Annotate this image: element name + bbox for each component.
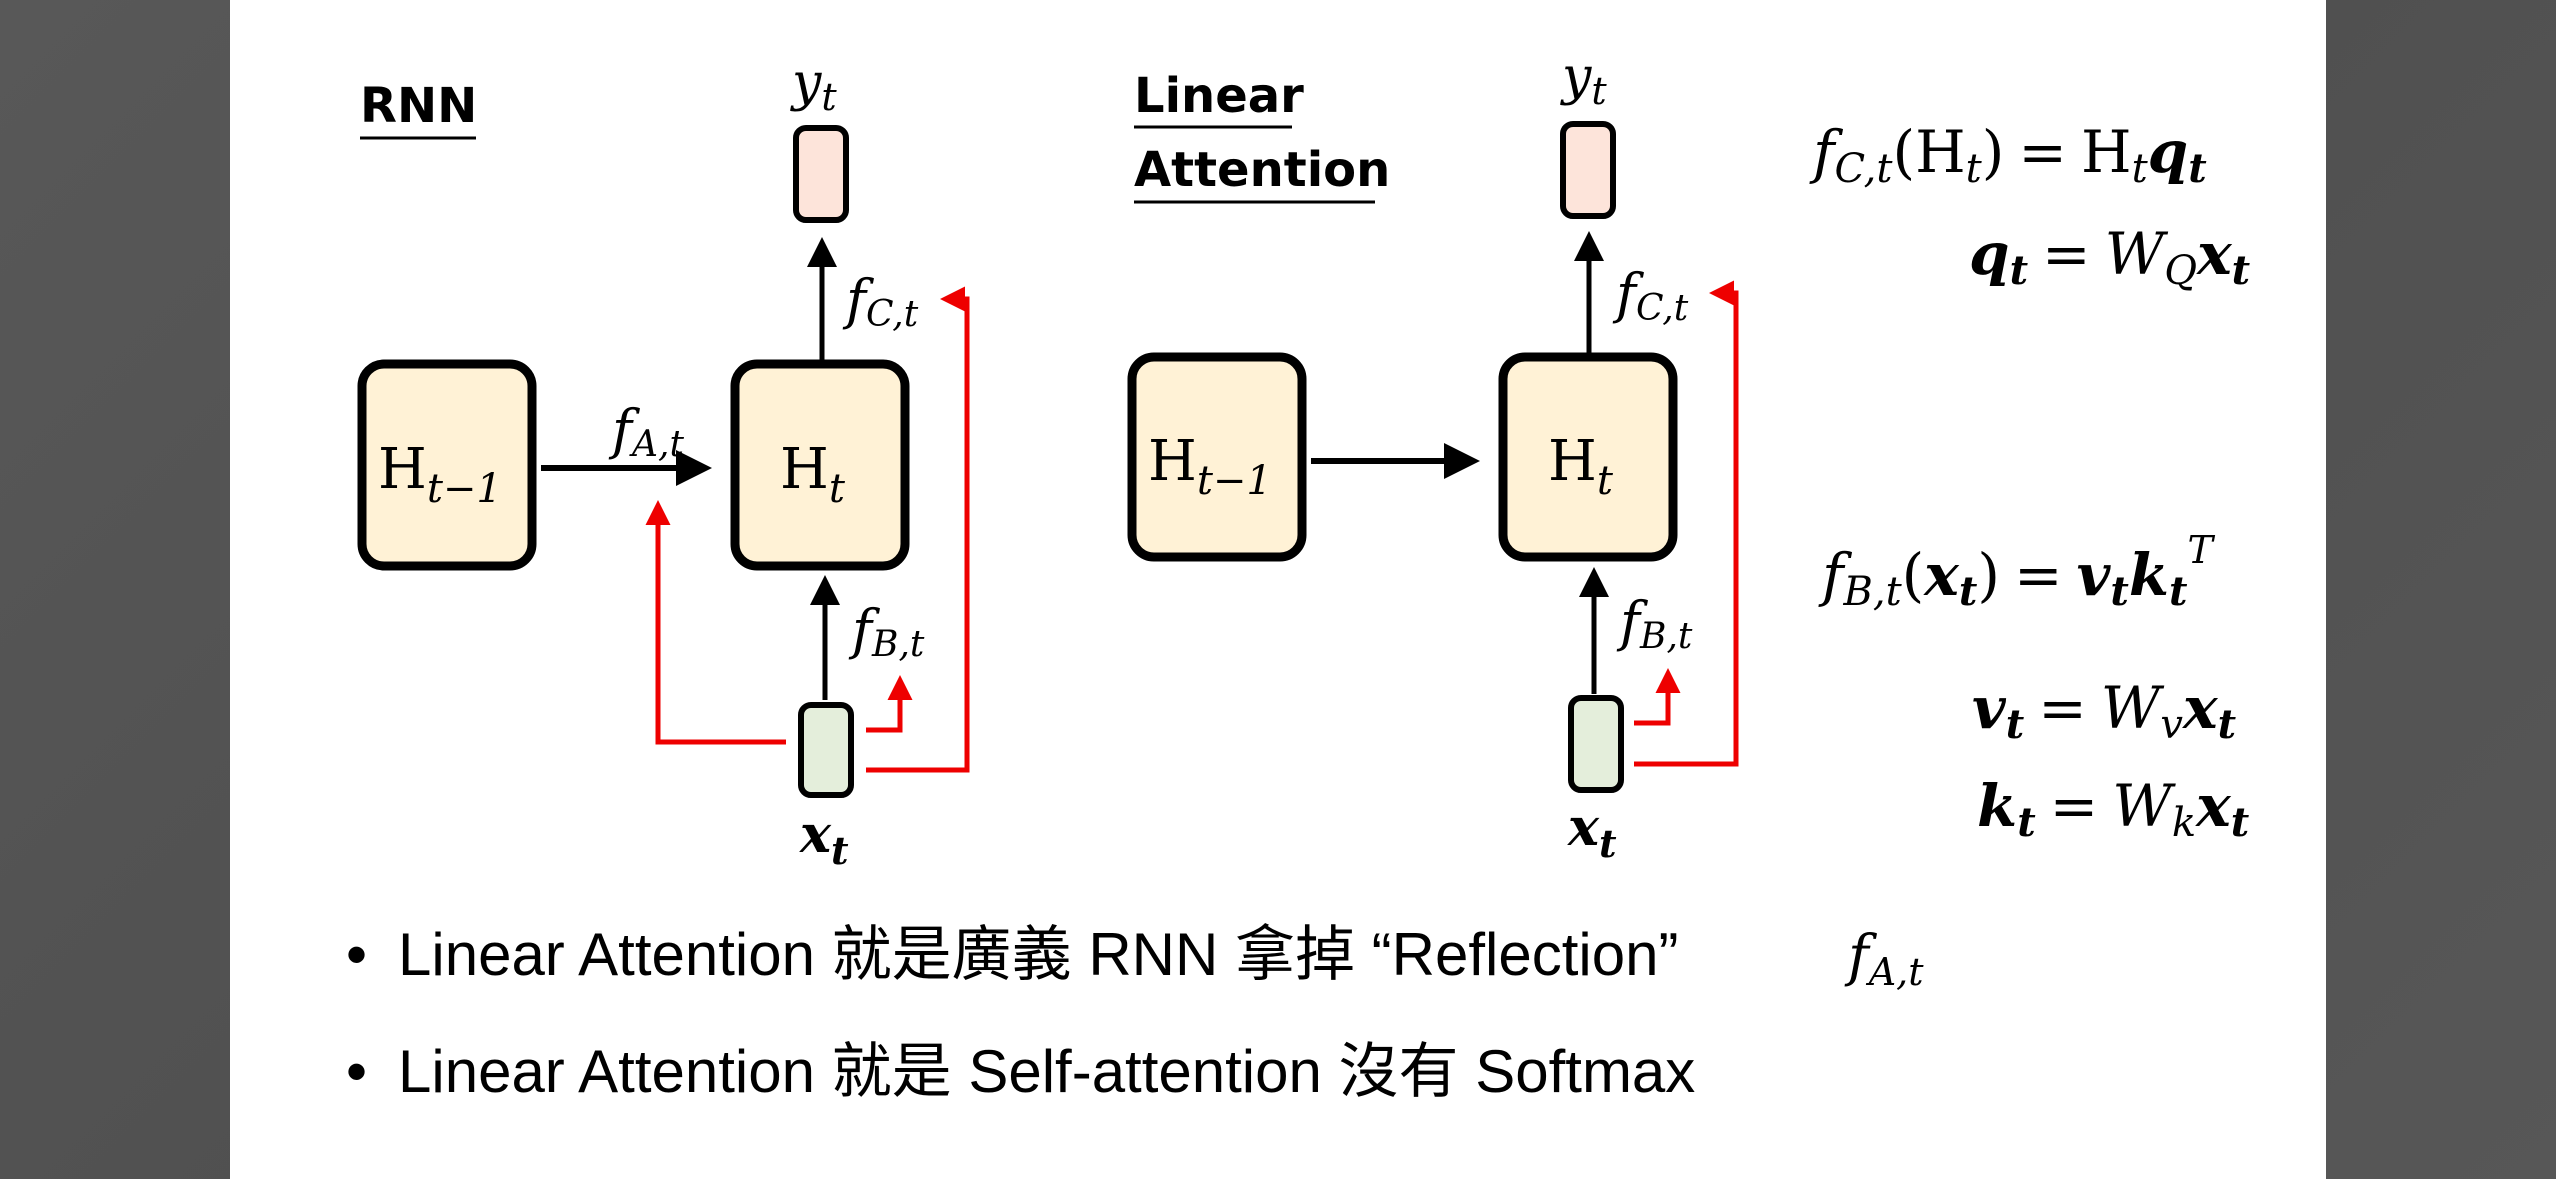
bullet-marker: • xyxy=(346,1038,367,1105)
la-fc-label: fC,t xyxy=(1612,262,1689,329)
bullet-marker: • xyxy=(346,921,367,988)
la-prev-state-label: Ht−1 xyxy=(1148,429,1272,504)
bullet-list: • Linear Attention 就是廣義 RNN 拿掉 “Reflecti… xyxy=(346,921,1924,1105)
la-title-line1: Linear xyxy=(1134,68,1304,124)
rnn-fc-label: fC,t xyxy=(842,268,919,335)
equation-fb: fB,t(xt)=vtktT xyxy=(1818,528,2215,615)
equations: fC,t(Ht)=Htqt qt=WQxt fB,t(xt)=vtktT vt=… xyxy=(1809,118,2251,846)
equation-fc: fC,t(Ht)=Htqt xyxy=(1809,118,2207,192)
equation-q: qt=WQxt xyxy=(1969,220,2251,294)
rnn-prev-state-label: Ht−1 xyxy=(378,437,502,512)
bullet-text: Linear Attention 就是 Self-attention 沒有 So… xyxy=(398,1038,1695,1105)
rnn-output-label: yt xyxy=(790,53,837,119)
la-state-label: Ht xyxy=(1548,429,1614,504)
la-state-box xyxy=(1498,352,1678,562)
bullet-math-fa: fA,t xyxy=(1844,924,1924,994)
equation-v: vt=Wvxt xyxy=(1972,674,2237,748)
la-prev-state-box xyxy=(1127,352,1307,562)
rnn-reflection-arrow-fc xyxy=(866,286,970,773)
la-fb-label: fB,t xyxy=(1616,590,1693,657)
bullet-item: • Linear Attention 就是 Self-attention 沒有 … xyxy=(346,1038,1695,1105)
la-input-box xyxy=(1568,695,1624,793)
la-output-box xyxy=(1560,121,1616,219)
rnn-input-label: xt xyxy=(799,804,849,873)
bullet-item: • Linear Attention 就是廣義 RNN 拿掉 “Reflecti… xyxy=(346,921,1924,994)
la-reflection-arrow-fc xyxy=(1634,280,1739,767)
rnn-state-label: Ht xyxy=(780,437,846,512)
equation-k: kt=Wkxt xyxy=(1977,772,2250,846)
slide xyxy=(230,0,2326,1179)
la-title-line2: Attention xyxy=(1134,142,1390,198)
rnn-fa-label: fA,t xyxy=(608,398,684,465)
linear-attention-diagram: Linear Attention Ht−1 Ht yt xt fC,t fB,t xyxy=(1127,47,1739,866)
rnn-title: RNN xyxy=(360,78,477,134)
rnn-diagram: RNN Ht−1 Ht yt xt fA,t fC,t fB,t xyxy=(357,53,970,873)
la-input-label: xt xyxy=(1567,797,1617,866)
rnn-state-box xyxy=(730,359,910,571)
rnn-output-box xyxy=(793,125,849,223)
rnn-reflection-arrow-fa xyxy=(645,500,786,745)
rnn-fb-label: fB,t xyxy=(848,598,925,665)
la-output-label: yt xyxy=(1560,47,1607,113)
rnn-input-box xyxy=(798,702,854,798)
rnn-prev-state-box xyxy=(357,359,537,571)
bullet-text: Linear Attention 就是廣義 RNN 拿掉 “Reflection… xyxy=(398,921,1678,988)
rnn-reflection-arrow-fb xyxy=(866,675,913,733)
la-reflection-arrow-fb xyxy=(1634,668,1681,726)
